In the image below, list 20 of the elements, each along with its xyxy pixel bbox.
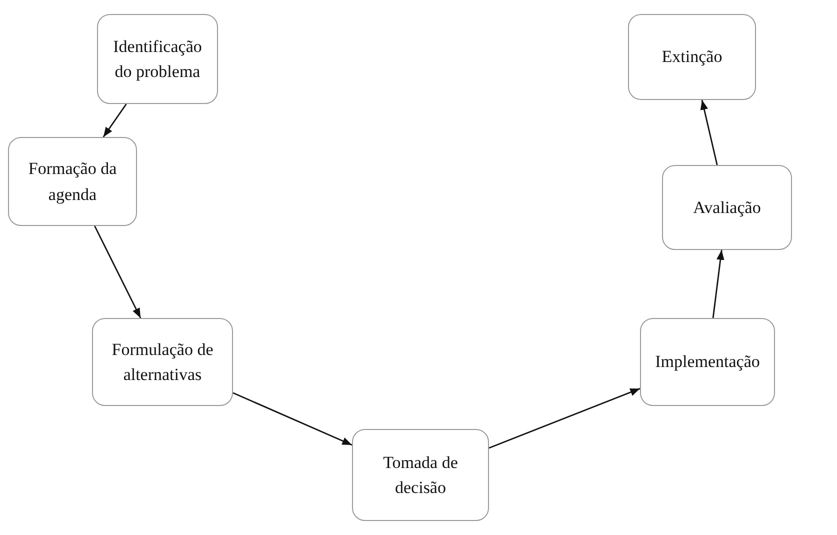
step-label: Formação da agenda [27,158,118,206]
process-box [640,318,775,406]
arrow [232,392,352,446]
process-box [92,318,233,406]
step-label: Avaliação [692,196,762,219]
process-box [628,14,756,100]
process-box [352,429,489,521]
arrow [102,104,127,138]
step-label: Implementação [654,351,761,374]
arrow [700,100,718,166]
step-label: Tomada de decisão [382,452,459,499]
process-box [97,14,218,104]
step-label: Formulação de alternativas [110,338,214,386]
arrow [712,250,724,318]
process-box [8,137,137,226]
step-label: Extinção [660,46,724,68]
arrow [488,388,640,449]
arrow [94,226,142,318]
process-box [662,165,792,250]
step-label: Identificação do problema [112,36,203,83]
